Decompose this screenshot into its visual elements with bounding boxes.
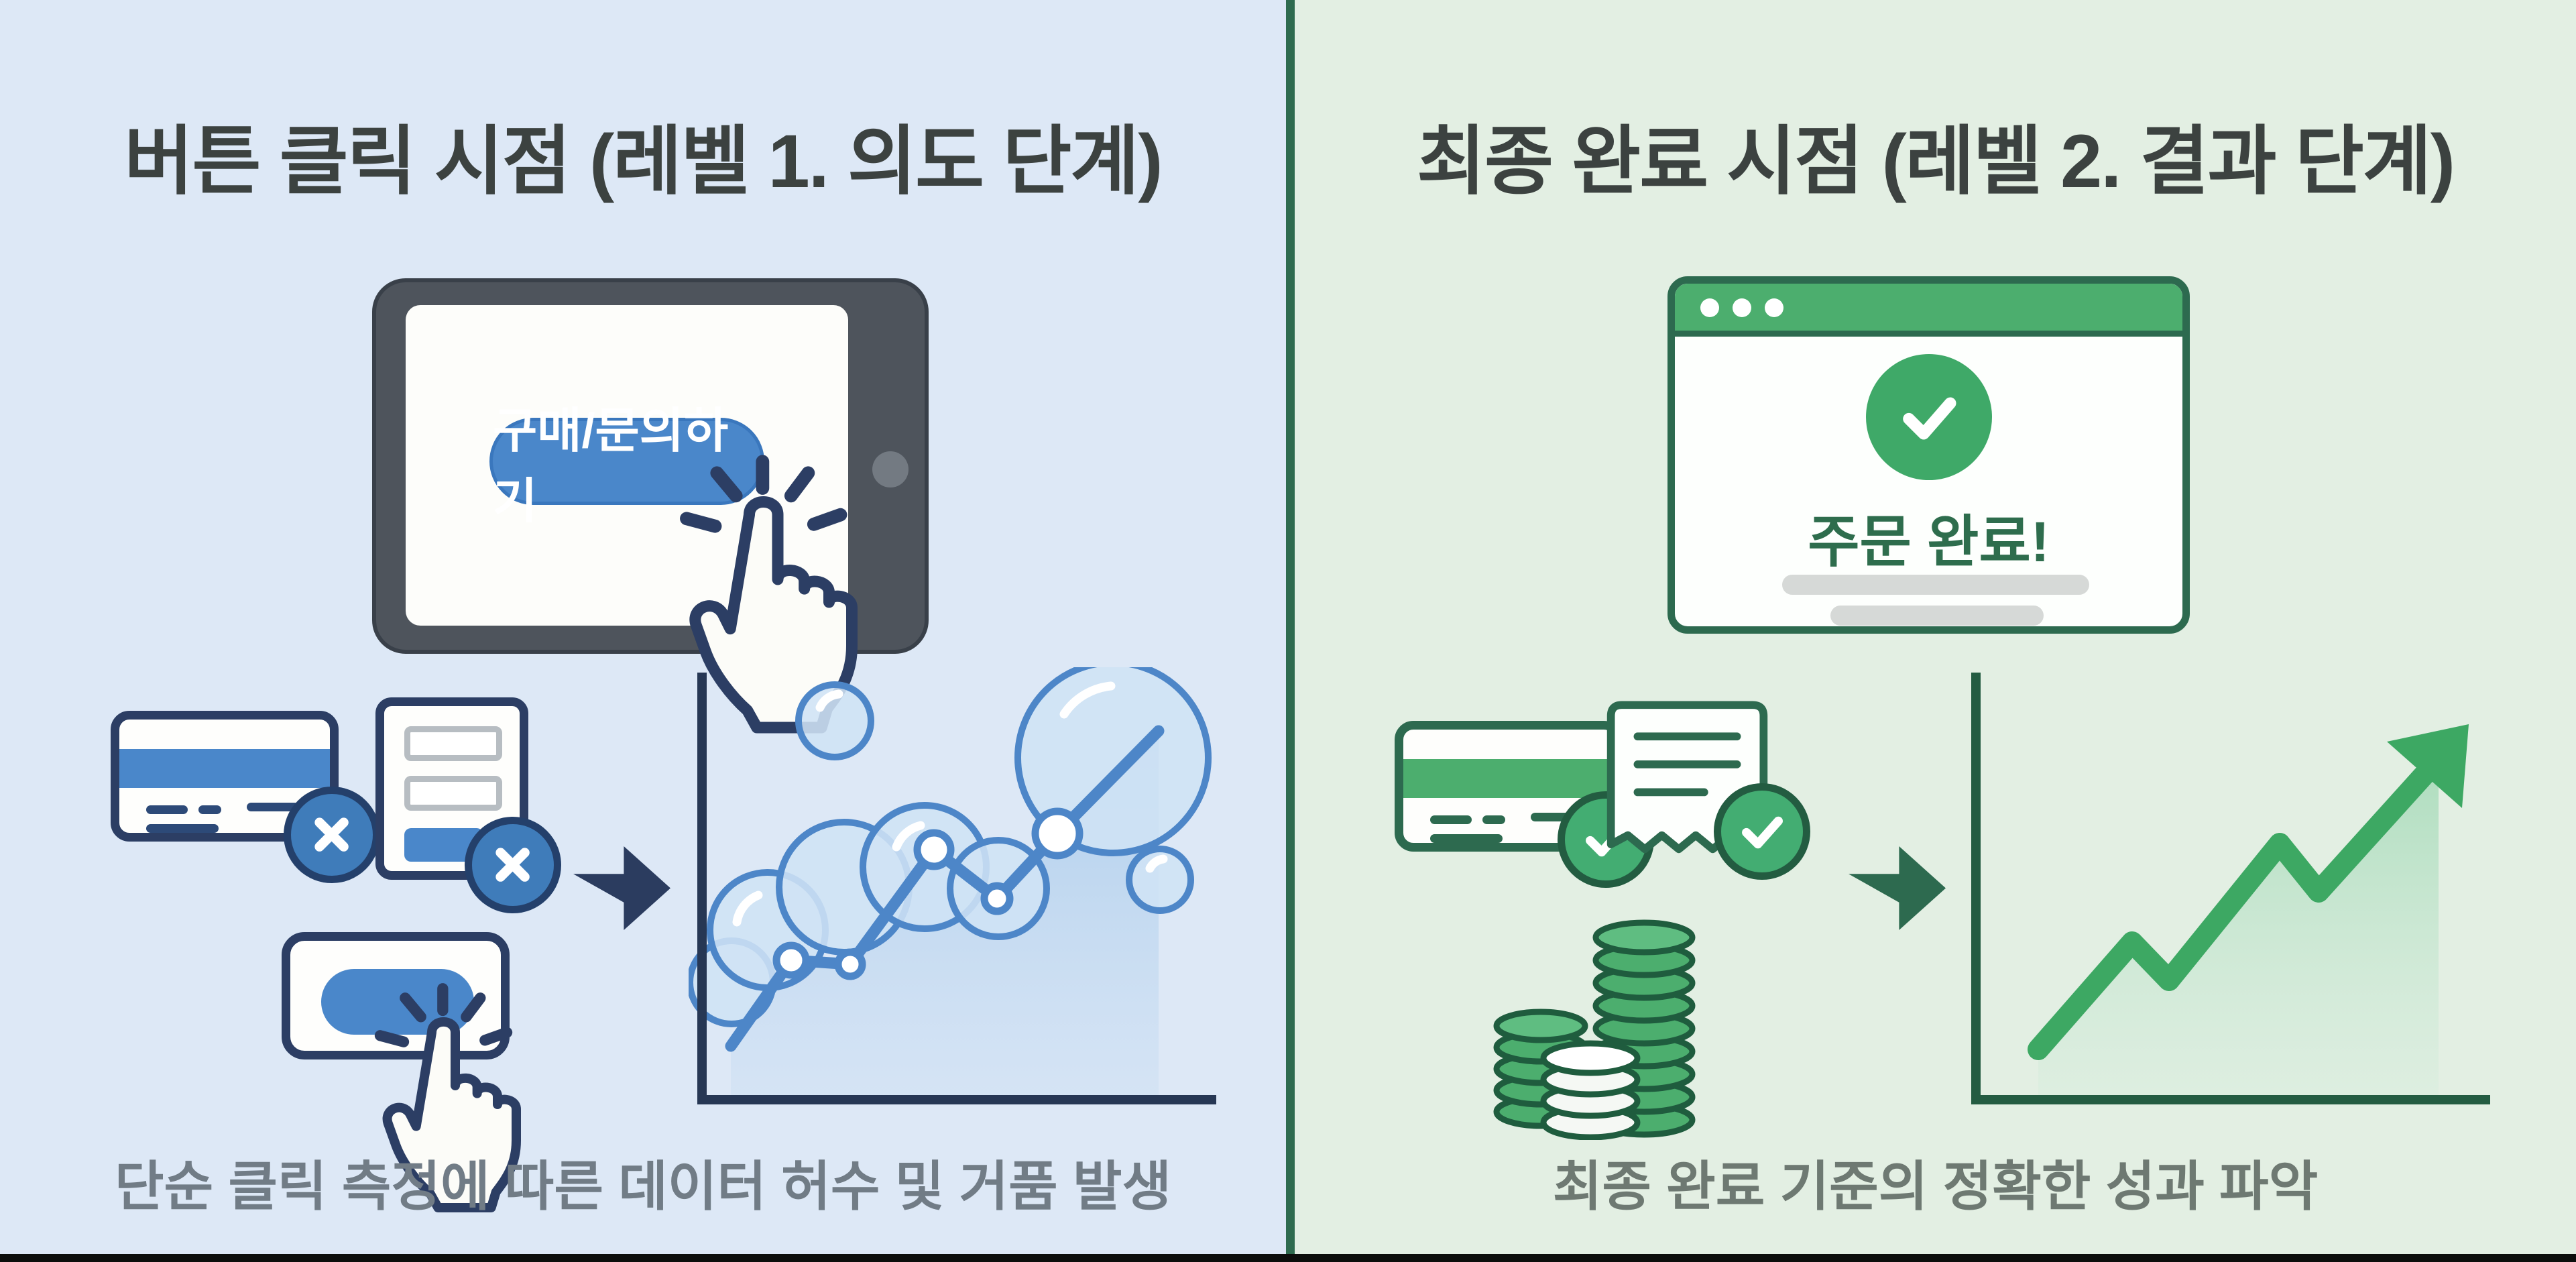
growth-arrow-chart (1971, 673, 2490, 1104)
left-caption: 단순 클릭 측정에 따른 데이터 허수 및 거품 발생 (114, 1157, 1172, 1216)
bubble-line-chart (689, 667, 1216, 1104)
click-button-icon (282, 932, 510, 1059)
card-text-line (1430, 834, 1503, 843)
panel-divider (1286, 0, 1295, 1262)
placeholder-line (1830, 606, 2044, 626)
check-badge-icon (1714, 783, 1810, 880)
check-circle-icon (1866, 354, 1992, 480)
placeholder-line (1782, 575, 2089, 595)
signup-form-icon (375, 697, 528, 880)
left-title: 버튼 클릭 시점 (레벨 1. 의도 단계) (124, 119, 1163, 203)
cta-button: 구매/문의하기 (489, 404, 764, 528)
tablet-icon: 구매/문의하기 (372, 278, 929, 654)
form-input-field (404, 776, 502, 811)
window-dot (1733, 298, 1751, 317)
card-stripe (1403, 759, 1614, 798)
right-caption: 최종 완료 기준의 정확한 성과 파악 (1552, 1157, 2319, 1216)
arrow-right-icon (1849, 846, 1946, 930)
bottom-edge-strip (0, 1254, 2576, 1262)
cta-button-label: 구매/문의하기 (493, 404, 729, 528)
card-stripe (119, 749, 330, 788)
window-dot (1765, 298, 1783, 317)
right-panel: 최종 완료 시점 (레벨 2. 결과 단계) 주문 완료! (1295, 0, 2576, 1262)
card-text-line (247, 803, 299, 811)
x-badge-icon (284, 787, 380, 883)
order-complete-message: 주문 완료! (1808, 510, 2050, 573)
left-panel: 버튼 클릭 시점 (레벨 1. 의도 단계) 구매/문의하기 (0, 0, 1286, 1262)
browser-header (1675, 284, 2182, 337)
card-text-line (198, 805, 221, 814)
mini-button-pill (321, 969, 474, 1035)
right-title: 최종 완료 시점 (레벨 2. 결과 단계) (1416, 119, 2455, 203)
tablet-camera-dot (872, 451, 909, 487)
card-text-line (1430, 815, 1472, 824)
card-text-line (146, 805, 188, 814)
form-input-field (404, 726, 502, 761)
coin-stacks-icon (1493, 919, 1696, 1140)
browser-window-icon: 주문 완료! (1667, 276, 2190, 634)
arrow-right-icon (573, 846, 670, 930)
x-badge-icon (465, 817, 561, 913)
card-text-line (146, 824, 219, 833)
window-dot (1700, 298, 1719, 317)
tablet-screen: 구매/문의하기 (406, 305, 848, 626)
card-text-line (1482, 815, 1505, 824)
